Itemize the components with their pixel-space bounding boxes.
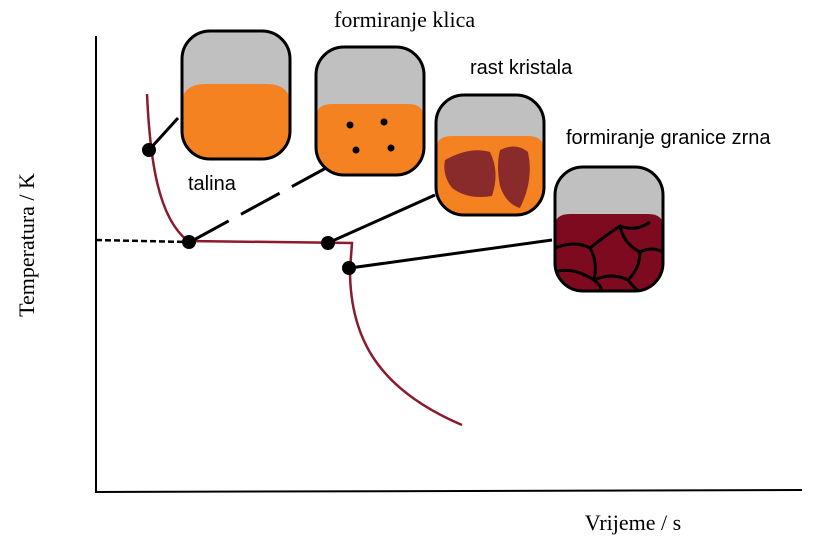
x-axis [94,489,803,493]
container-melt [180,29,292,161]
nucleus-dot [352,146,360,154]
stage-label-grain-boundary: formiranje granice zrna [566,127,771,149]
crystal-grain [444,150,496,197]
point-nucleation [182,235,196,249]
stage-label-nucleation: formiranje klica [334,7,475,32]
container-crystal-growth [434,93,546,217]
point-crystal-growth [321,236,335,250]
grain-boundaries [555,220,663,291]
point-melt [142,143,156,157]
extrapolation-dashed-line [95,238,189,244]
stage-label-crystal-growth: rast kristala [470,57,573,79]
connector-nucleation [189,166,327,244]
connector-crystal-growth [329,193,436,244]
container-grain-boundary [553,165,665,293]
container-nucleation [314,45,426,177]
point-grain-boundary [342,261,356,275]
y-axis-label: Temperatura / K [14,173,39,317]
nucleus-dot [380,118,388,126]
crystal-grain [498,146,530,208]
stage-label-melt: talina [188,173,237,195]
nucleus-dot [346,121,354,129]
melt-liquid [182,84,290,159]
nucleus-dot [387,144,395,152]
x-axis-label: Vrijeme / s [585,510,681,535]
connector-grain-boundary [349,238,553,270]
melt-liquid [316,104,424,175]
connector-melt [147,116,180,152]
